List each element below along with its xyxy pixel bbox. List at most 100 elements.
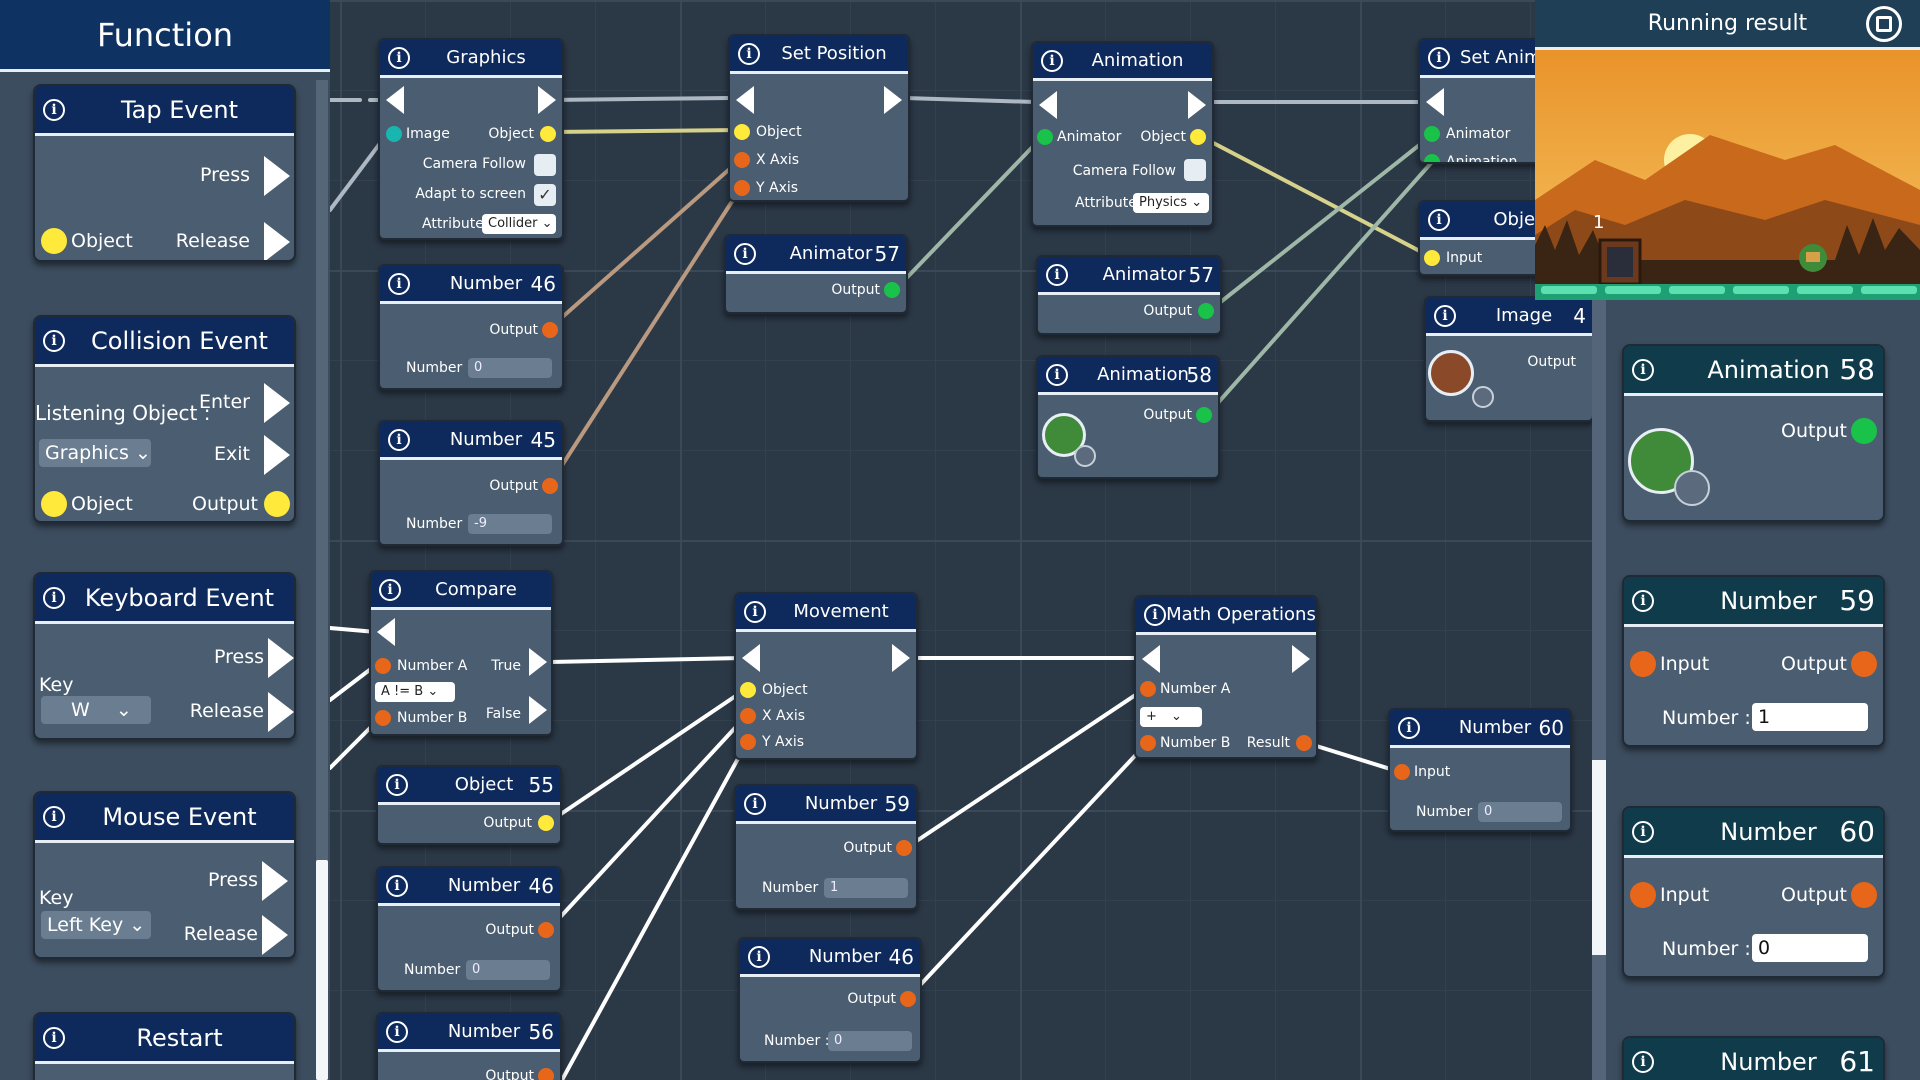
- output-port[interactable]: [1851, 882, 1877, 908]
- flow-in[interactable]: [736, 86, 754, 114]
- number-input[interactable]: 1: [824, 878, 908, 898]
- flow-in[interactable]: [1426, 88, 1444, 116]
- press-flow-out[interactable]: [262, 861, 288, 901]
- info-icon[interactable]: i: [43, 805, 65, 828]
- output-port[interactable]: [542, 478, 558, 494]
- object-port[interactable]: [734, 124, 750, 140]
- flow-in[interactable]: [377, 618, 395, 646]
- output-port[interactable]: [1198, 303, 1214, 319]
- flow-out[interactable]: [538, 86, 556, 114]
- false-flow-out[interactable]: [529, 696, 547, 724]
- info-icon[interactable]: i: [744, 600, 766, 623]
- info-icon[interactable]: i: [1434, 304, 1456, 327]
- info-icon[interactable]: i: [1041, 49, 1063, 72]
- number-b-port[interactable]: [375, 710, 391, 726]
- number-input[interactable]: 0: [828, 1031, 912, 1051]
- input-port[interactable]: [1630, 882, 1656, 908]
- flow-in[interactable]: [1142, 645, 1160, 673]
- x-axis-port[interactable]: [740, 708, 756, 724]
- function-panel-scrollbar[interactable]: [316, 80, 328, 1080]
- object-port[interactable]: [41, 491, 67, 517]
- info-icon[interactable]: i: [1428, 46, 1450, 69]
- object-port[interactable]: [1190, 129, 1206, 145]
- animator-port[interactable]: [1037, 129, 1053, 145]
- library-scrollbar[interactable]: [1592, 300, 1606, 1080]
- press-flow-out[interactable]: [268, 638, 294, 678]
- number-b-port[interactable]: [1140, 735, 1156, 751]
- info-icon[interactable]: i: [1428, 208, 1450, 231]
- adapt-to-screen-checkbox[interactable]: ✓: [534, 184, 556, 206]
- info-icon[interactable]: i: [43, 98, 65, 121]
- info-icon[interactable]: i: [386, 1020, 408, 1043]
- number-input[interactable]: -9: [468, 514, 552, 534]
- stop-button[interactable]: [1866, 6, 1902, 42]
- output-port[interactable]: [542, 322, 558, 338]
- info-icon[interactable]: i: [43, 329, 65, 352]
- flow-out[interactable]: [1292, 645, 1310, 673]
- key-dropdown[interactable]: W ⌄: [41, 696, 151, 724]
- input-port[interactable]: [1394, 764, 1410, 780]
- x-axis-port[interactable]: [734, 152, 750, 168]
- input-port[interactable]: [1424, 250, 1440, 266]
- y-axis-port[interactable]: [734, 180, 750, 196]
- scrollbar-thumb[interactable]: [316, 860, 328, 1080]
- object-port[interactable]: [41, 228, 67, 254]
- info-icon[interactable]: i: [43, 586, 65, 609]
- output-port[interactable]: [896, 840, 912, 856]
- object-port[interactable]: [740, 682, 756, 698]
- release-flow-out[interactable]: [268, 692, 294, 732]
- flow-out[interactable]: [892, 644, 910, 672]
- output-port[interactable]: [1851, 651, 1877, 677]
- info-icon[interactable]: i: [1632, 1050, 1654, 1073]
- camera-follow-checkbox[interactable]: [1184, 159, 1206, 181]
- output-port[interactable]: [1196, 407, 1212, 423]
- info-icon[interactable]: i: [1144, 603, 1166, 626]
- number-a-port[interactable]: [375, 658, 391, 674]
- info-icon[interactable]: i: [43, 1026, 65, 1049]
- number-input[interactable]: 1: [1752, 703, 1868, 731]
- number-input[interactable]: 0: [468, 358, 552, 378]
- flow-out[interactable]: [1188, 91, 1206, 119]
- output-port[interactable]: [900, 991, 916, 1007]
- info-icon[interactable]: i: [388, 272, 410, 295]
- object-port[interactable]: [540, 126, 556, 142]
- attribute-dropdown[interactable]: Physics ⌄: [1133, 193, 1209, 213]
- info-icon[interactable]: i: [1632, 358, 1654, 381]
- true-flow-out[interactable]: [529, 648, 547, 676]
- flow-in[interactable]: [742, 644, 760, 672]
- press-flow-out[interactable]: [264, 156, 290, 196]
- flow-out[interactable]: [884, 86, 902, 114]
- info-icon[interactable]: i: [1632, 820, 1654, 843]
- image-port[interactable]: [386, 126, 402, 142]
- input-port[interactable]: [1630, 651, 1656, 677]
- info-icon[interactable]: i: [386, 874, 408, 897]
- attribute-dropdown[interactable]: Collider ⌄: [482, 214, 556, 234]
- scrollbar-thumb[interactable]: [1592, 760, 1606, 955]
- flow-in[interactable]: [386, 86, 404, 114]
- output-port[interactable]: [1851, 418, 1877, 444]
- number-input[interactable]: 0: [466, 960, 550, 980]
- output-port[interactable]: [538, 815, 554, 831]
- info-icon[interactable]: i: [1046, 263, 1068, 286]
- info-icon[interactable]: i: [734, 242, 756, 265]
- y-axis-port[interactable]: [740, 734, 756, 750]
- info-icon[interactable]: i: [1398, 716, 1420, 739]
- result-port[interactable]: [1296, 735, 1312, 751]
